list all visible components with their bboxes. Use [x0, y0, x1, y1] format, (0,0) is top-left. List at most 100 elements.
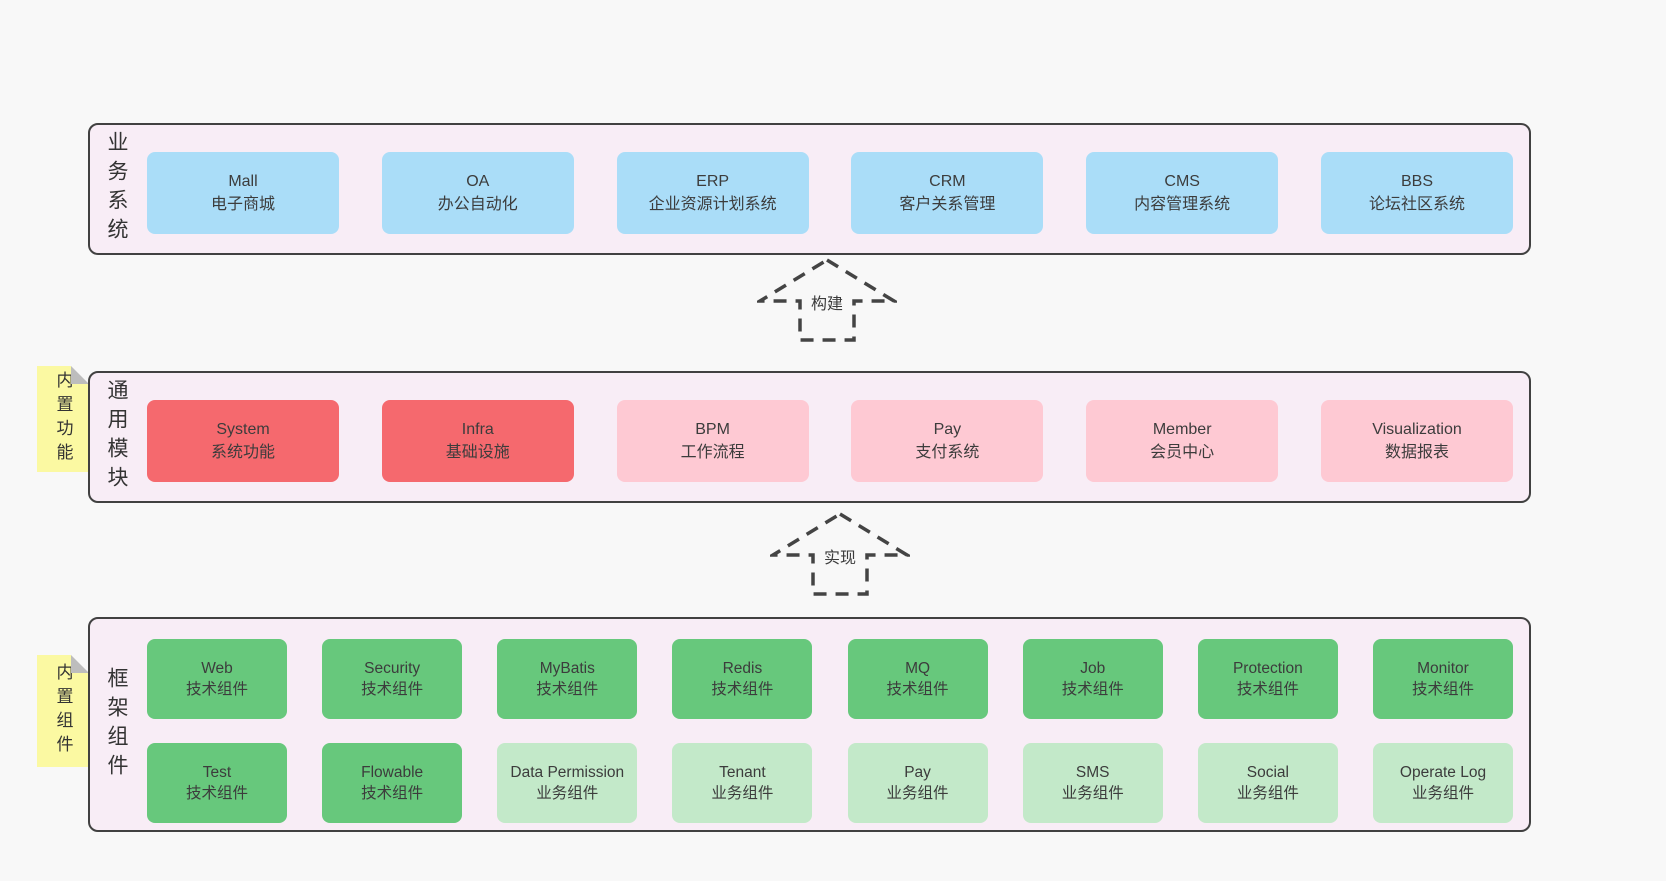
module-box-visualization: Visualization 数据报表 [1320, 400, 1513, 482]
box-desc: 技术组件 [1061, 681, 1124, 698]
sticky-note-label: 内置功能 [53, 371, 73, 467]
box-name: OA [466, 172, 490, 190]
box-desc: 技术组件 [185, 681, 248, 698]
system-box-bbs: BBS 论坛社区系统 [1320, 152, 1513, 234]
module-box-infra: Infra 基础设施 [381, 400, 574, 482]
box-name: Tenant [719, 763, 766, 781]
system-box-crm: CRM 客户关系管理 [851, 152, 1044, 234]
business-box-row: Mall 电子商城 OA 办公自动化 ERP 企业资源计划系统 CRM 客户关系… [147, 152, 1513, 234]
sticky-note-builtin-components: 内置组件 [37, 655, 89, 767]
box-desc: 业务组件 [711, 785, 774, 802]
component-box-pay: Pay 业务组件 [847, 743, 988, 823]
implement-arrow: 实现 [770, 511, 910, 597]
box-name: Visualization [1372, 420, 1462, 438]
module-box-system: System 系统功能 [147, 400, 339, 482]
component-box-test: Test 技术组件 [147, 743, 287, 823]
box-desc: 技术组件 [185, 785, 248, 802]
section-business-systems: 业务系统 Mall 电子商城 OA 办公自动化 ERP 企业资源计划系统 CRM… [88, 123, 1531, 255]
component-box-sms: SMS 业务组件 [1022, 743, 1163, 823]
component-box-operate-log: Operate Log 业务组件 [1372, 743, 1513, 823]
box-name: MyBatis [539, 659, 595, 677]
modules-box-row: System 系统功能 Infra 基础设施 BPM 工作流程 Pay 支付系统… [147, 400, 1513, 482]
box-name: System [216, 420, 270, 438]
box-desc: 技术组件 [361, 785, 424, 802]
box-desc: 电子商城 [210, 196, 275, 213]
box-name: Data Permission [510, 763, 625, 781]
box-desc: 业务组件 [1061, 785, 1124, 802]
module-box-pay: Pay 支付系统 [851, 400, 1044, 482]
box-desc: 工作流程 [680, 444, 745, 461]
box-name: Job [1080, 659, 1106, 677]
component-box-social: Social 业务组件 [1197, 743, 1338, 823]
box-name: Social [1246, 763, 1289, 781]
box-name: Flowable [361, 763, 424, 781]
box-desc: 数据报表 [1384, 444, 1449, 461]
section-framework-components: 框架组件 Web 技术组件 Security 技术组件 MyBatis 技术组件… [88, 617, 1531, 832]
component-box-security: Security 技术组件 [322, 639, 463, 719]
box-desc: 业务组件 [1236, 785, 1299, 802]
box-name: Security [364, 659, 421, 677]
component-box-mq: MQ 技术组件 [847, 639, 988, 719]
component-box-tenant: Tenant 业务组件 [672, 743, 813, 823]
box-name: Infra [461, 420, 494, 438]
box-name: MQ [905, 659, 931, 677]
up-arrow-icon [770, 511, 910, 596]
sticky-note-builtin-features: 内置功能 [37, 366, 89, 472]
box-desc: 企业资源计划系统 [648, 196, 777, 213]
component-box-web: Web 技术组件 [147, 639, 287, 719]
box-desc: 技术组件 [886, 681, 949, 698]
box-name: SMS [1075, 763, 1110, 781]
system-box-oa: OA 办公自动化 [381, 152, 574, 234]
box-desc: 技术组件 [361, 681, 424, 698]
box-desc: 基础设施 [445, 444, 510, 461]
box-desc: 客户关系管理 [899, 196, 996, 213]
component-box-flowable: Flowable 技术组件 [322, 743, 463, 823]
box-desc: 论坛社区系统 [1368, 196, 1465, 213]
box-desc: 业务组件 [1411, 785, 1474, 802]
box-name: Member [1152, 420, 1212, 438]
module-box-bpm: BPM 工作流程 [616, 400, 809, 482]
box-desc: 业务组件 [886, 785, 949, 802]
box-name: Web [201, 659, 233, 677]
components-box-row-1: Web 技术组件 Security 技术组件 MyBatis 技术组件 Redi… [147, 639, 1513, 719]
component-box-data-permission: Data Permission 业务组件 [497, 743, 638, 823]
component-box-redis: Redis 技术组件 [672, 639, 813, 719]
system-box-erp: ERP 企业资源计划系统 [616, 152, 809, 234]
box-desc: 业务组件 [536, 785, 599, 802]
box-name: Pay [904, 763, 931, 781]
box-name: Mall [228, 172, 258, 190]
component-box-monitor: Monitor 技术组件 [1372, 639, 1513, 719]
build-arrow: 构建 [757, 257, 897, 343]
box-desc: 系统功能 [210, 444, 275, 461]
box-name: Pay [933, 420, 962, 438]
component-box-protection: Protection 技术组件 [1197, 639, 1338, 719]
box-desc: 内容管理系统 [1134, 196, 1231, 213]
section-common-modules: 通用模块 System 系统功能 Infra 基础设施 BPM 工作流程 Pay… [88, 371, 1531, 503]
box-name: Monitor [1417, 659, 1469, 677]
box-name: Operate Log [1399, 763, 1487, 781]
up-arrow-icon [757, 257, 897, 342]
box-desc: 技术组件 [1411, 681, 1474, 698]
box-name: Protection [1232, 659, 1303, 677]
box-name: Redis [722, 659, 763, 677]
box-name: CRM [929, 172, 966, 190]
sticky-note-label: 内置组件 [53, 663, 73, 759]
box-desc: 技术组件 [711, 681, 774, 698]
components-box-row-2: Test 技术组件 Flowable 技术组件 Data Permission … [147, 743, 1513, 823]
section-label-business: 业务系统 [105, 131, 128, 247]
component-box-job: Job 技术组件 [1022, 639, 1163, 719]
box-name: BPM [695, 420, 730, 438]
system-box-mall: Mall 电子商城 [147, 152, 339, 234]
build-arrow-label: 构建 [807, 289, 847, 316]
box-desc: 支付系统 [915, 444, 980, 461]
component-box-mybatis: MyBatis 技术组件 [497, 639, 638, 719]
box-desc: 会员中心 [1150, 444, 1215, 461]
box-desc: 技术组件 [1236, 681, 1299, 698]
system-box-cms: CMS 内容管理系统 [1086, 152, 1279, 234]
box-name: CMS [1164, 172, 1200, 190]
module-box-member: Member 会员中心 [1086, 400, 1279, 482]
implement-arrow-label: 实现 [820, 543, 860, 570]
box-name: ERP [696, 172, 730, 190]
box-desc: 办公自动化 [437, 196, 518, 213]
box-name: Test [202, 763, 232, 781]
